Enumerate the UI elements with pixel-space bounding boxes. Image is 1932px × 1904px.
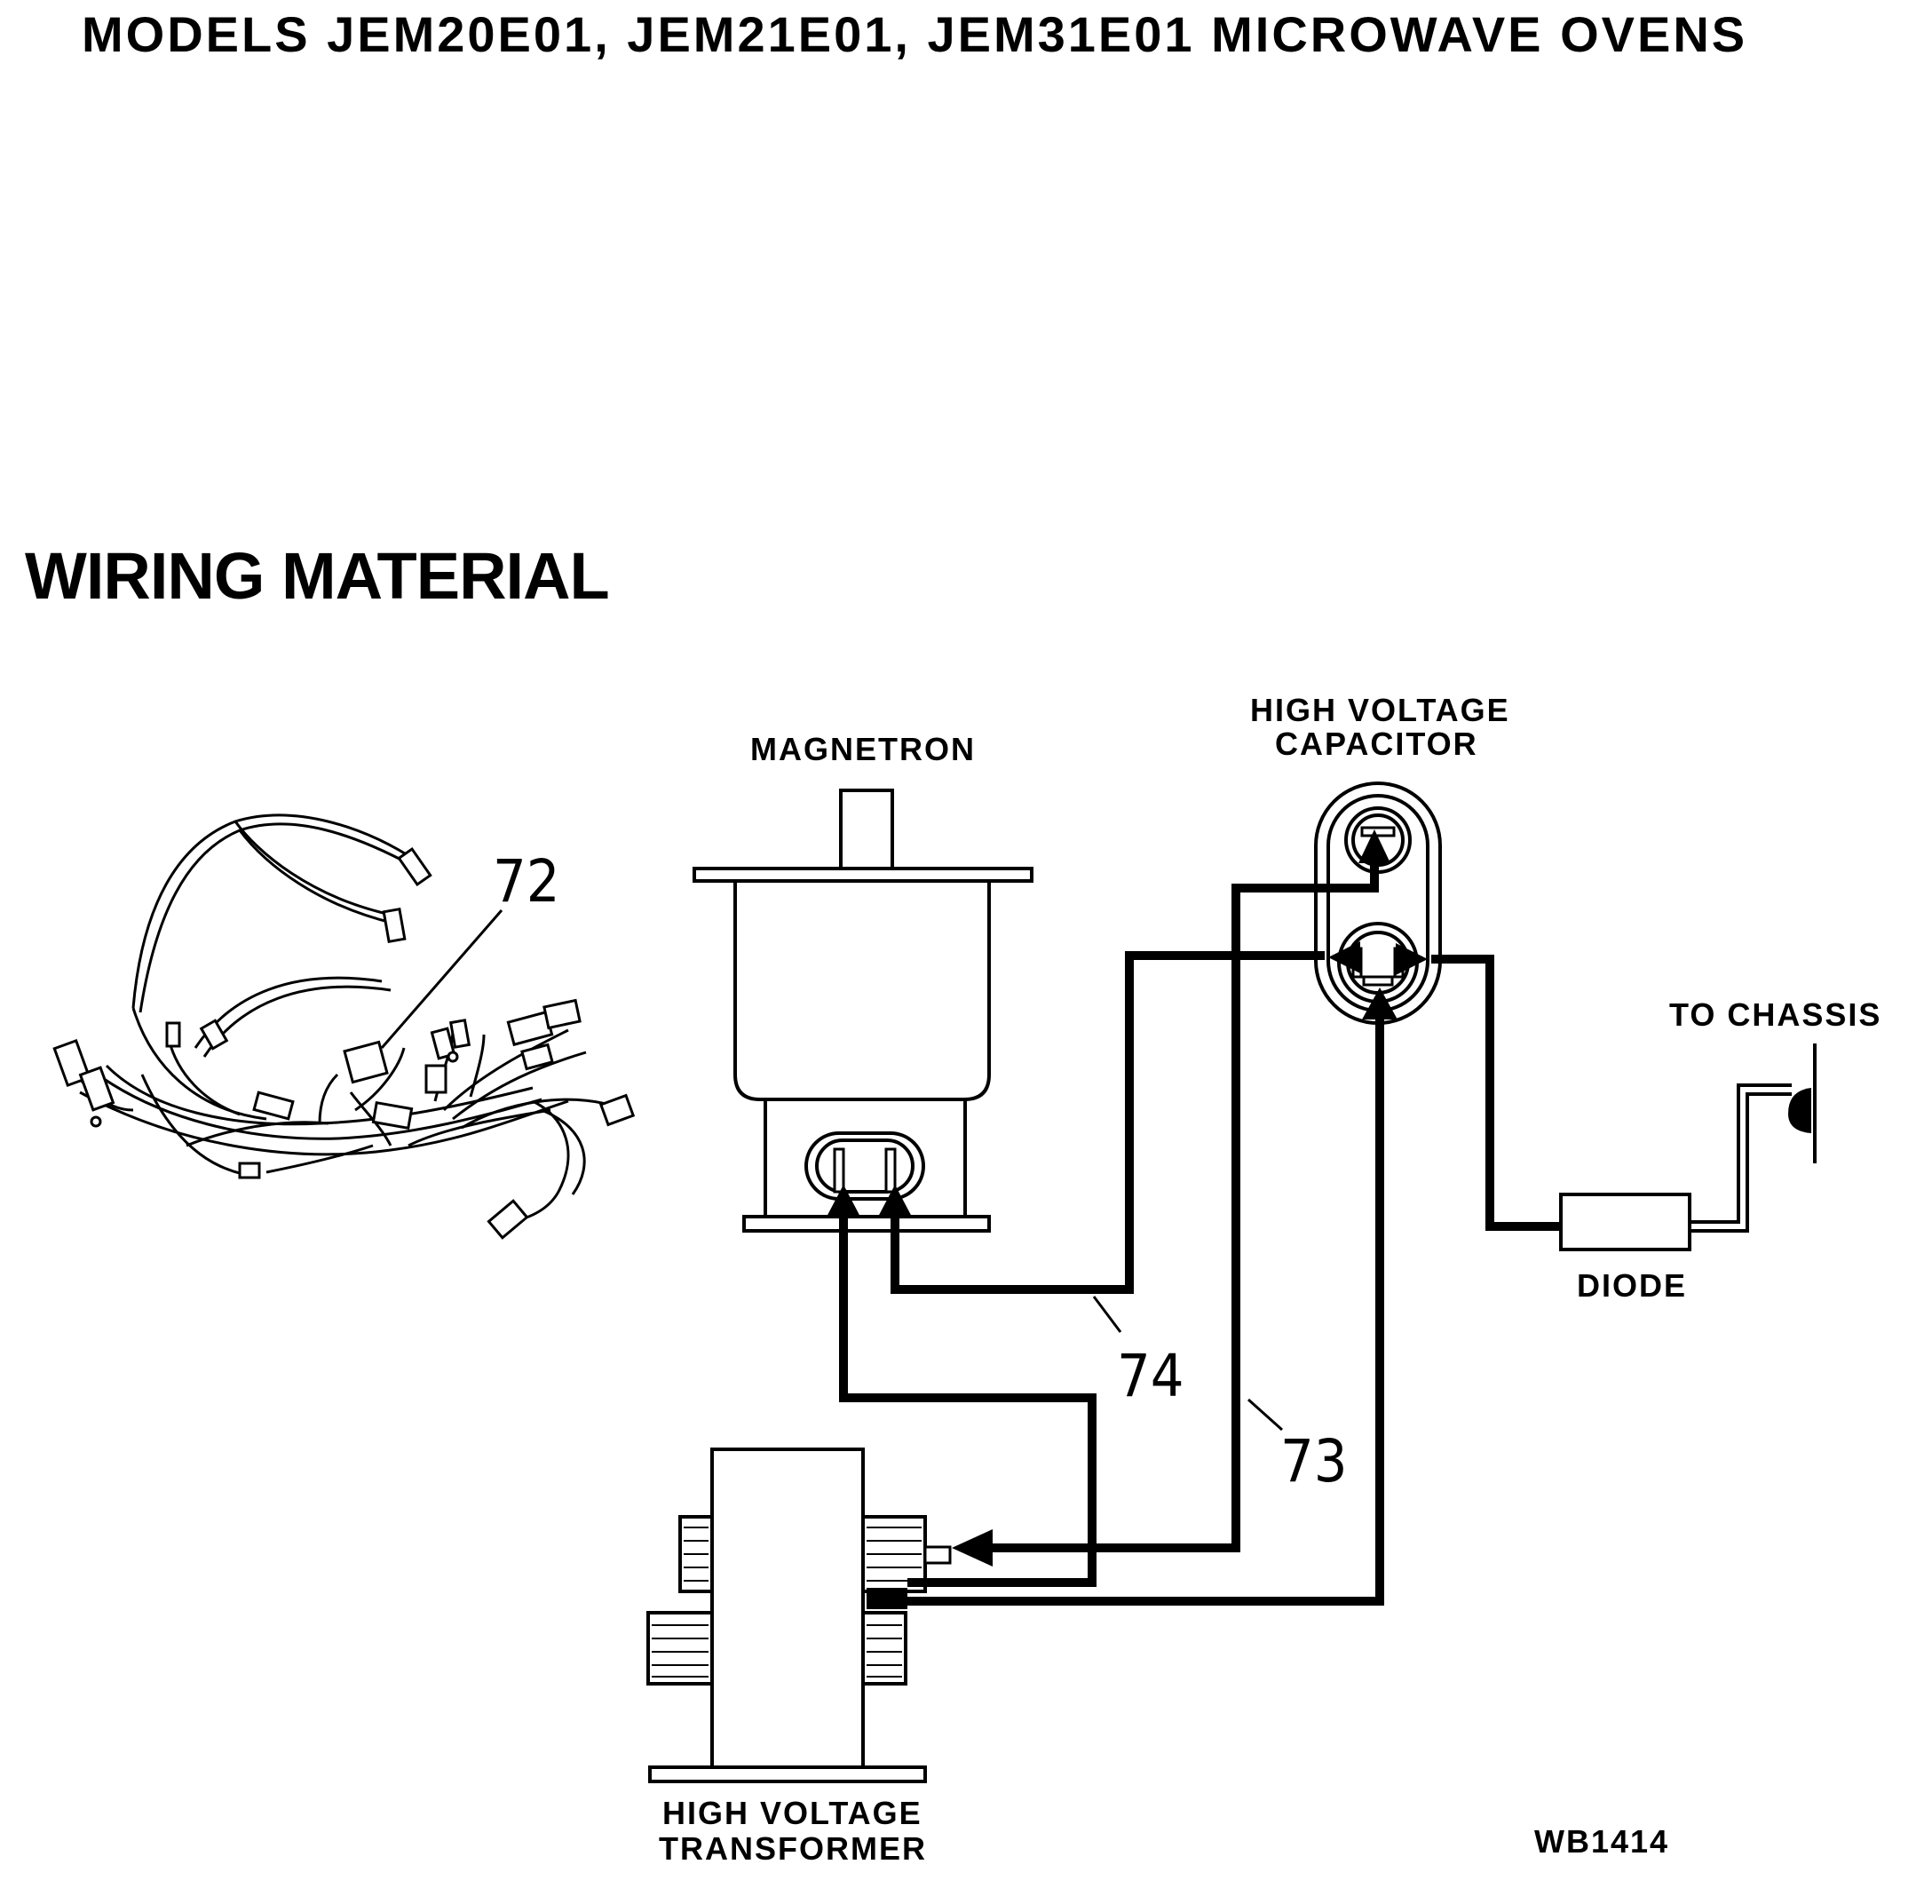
high-voltage-capacitor xyxy=(1314,781,1442,1025)
to-chassis-label: TO CHASSIS xyxy=(1669,996,1881,1033)
callout-73: 73 xyxy=(1280,1427,1348,1495)
transformer-label-line1: HIGH VOLTAGE xyxy=(662,1795,922,1831)
chassis-ground xyxy=(1788,1043,1817,1163)
callout-74: 74 xyxy=(1117,1342,1184,1410)
page-title: MODELS JEM20E01, JEM21E01, JEM31E01 MICR… xyxy=(82,6,1748,62)
diode-label: DIODE xyxy=(1577,1267,1687,1304)
wire-74 xyxy=(891,951,1325,1294)
magnetron xyxy=(693,789,1033,1233)
terminal-arrows xyxy=(826,829,1428,1567)
capacitor-label-line1: HIGH VOLTAGE xyxy=(1250,692,1510,728)
leader-74 xyxy=(1092,1296,1122,1333)
wire-capacitor-diode xyxy=(1431,955,1561,1231)
wire-harness xyxy=(78,813,614,1223)
magnetron-label: MAGNETRON xyxy=(750,731,976,767)
wire-transformer-capacitor-bottom xyxy=(907,1005,1384,1606)
leader-73 xyxy=(1247,1398,1284,1432)
harness-connectors xyxy=(52,847,636,1240)
capacitor-label-line2: CAPACITOR xyxy=(1275,726,1478,762)
wire-73 xyxy=(993,863,1379,1552)
diode xyxy=(1559,1083,1792,1251)
transformer-label-line2: TRANSFORMER xyxy=(659,1830,927,1867)
high-voltage-transformer xyxy=(646,1448,952,1783)
section-title: WIRING MATERIAL xyxy=(25,539,610,613)
leader-72 xyxy=(380,909,503,1049)
figure-code: WB1414 xyxy=(1534,1823,1669,1860)
wire-magnetron-transformer xyxy=(839,1218,1097,1587)
callout-72: 72 xyxy=(493,847,560,916)
